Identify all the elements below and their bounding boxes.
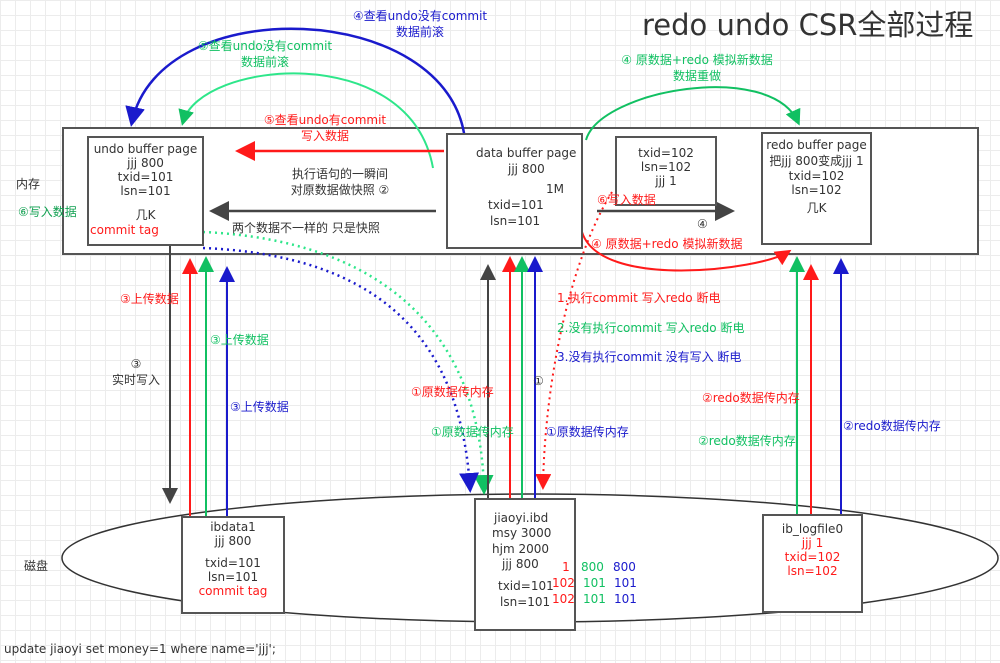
- undo-title: undo buffer page: [93, 142, 198, 156]
- undo-txid: txid=101: [117, 170, 174, 184]
- redo-green-label: ④ 原数据+redo 模拟新数据数据重做: [621, 53, 773, 83]
- data-txid: txid=101: [488, 198, 544, 212]
- step4-label: ④: [697, 217, 708, 231]
- upload-blue-label: ③上传数据: [230, 400, 289, 414]
- memory-label: 内存: [16, 177, 41, 191]
- disk-label: 磁盘: [24, 559, 49, 573]
- undo-size: 几K: [135, 208, 156, 222]
- blue-case-txid: 101: [614, 576, 637, 590]
- redo-mem-red-label: ②redo数据传内存: [702, 391, 800, 405]
- blue-rollforward-arrow: [125, 27, 467, 141]
- green-redo-arrow: [585, 86, 801, 141]
- logfile-value: jjj 1: [801, 536, 824, 550]
- red-case-value: 1: [562, 560, 570, 574]
- ibdata-lsn: lsn=101: [207, 570, 259, 584]
- jiaoyi-title: jiaoyi.ibd: [494, 511, 549, 525]
- logfile-title: ib_logfile0: [781, 522, 844, 536]
- blue-case-lsn: 101: [614, 592, 637, 606]
- orig-blue-label: ①原数据传内存: [546, 425, 629, 439]
- jiaoyi-lsn: lsn=101: [500, 595, 551, 609]
- data-size: 1M: [546, 182, 564, 196]
- ibdata-commit-tag: commit tag: [198, 584, 268, 598]
- red-write6-label: ⑥写入数据: [597, 193, 656, 207]
- undo-lsn: lsn=101: [120, 184, 171, 198]
- jiaoyi-row-msy: msy 3000: [492, 526, 552, 540]
- snapshot-note: 两个数据不一样的 只是快照: [232, 221, 380, 235]
- diagram-title: redo undo CSR全部过程: [642, 8, 974, 42]
- data-lsn: lsn=101: [490, 214, 541, 228]
- upload-green-label: ③上传数据: [210, 333, 269, 347]
- temp-txid: txid=102: [638, 146, 694, 160]
- step1-label: ①: [533, 374, 544, 388]
- data-title: data buffer page: [476, 146, 577, 160]
- blue-case-value: 800: [613, 560, 636, 574]
- temp-lsn: lsn=102: [640, 160, 692, 174]
- red-case-txid: 102: [552, 576, 575, 590]
- data-value: jjj 800: [508, 162, 545, 176]
- ib-logfile0-box: ib_logfile0 jjj 1 txid=102 lsn=102: [762, 514, 863, 613]
- ibdata1-box: ibdata1 jjj 800 txid=101 lsn=101 commit …: [181, 516, 285, 614]
- jiaoyi-txid: txid=101: [498, 579, 554, 593]
- green-case-value: 800: [581, 560, 604, 574]
- ibdata-value: jjj 800: [214, 534, 252, 548]
- jiaoyi-row-jjj: jjj 800: [502, 557, 539, 571]
- redo-buffer-page: redo buffer page 把jjj 800变成jjj 1 txid=10…: [761, 132, 872, 245]
- sql-statement: update jiaoyi set money=1 where name='jj…: [4, 642, 276, 656]
- data-buffer-page: data buffer page jjj 800 1M txid=101 lsn…: [446, 133, 583, 249]
- green-case-txid: 101: [583, 576, 606, 590]
- ibdata-txid: txid=101: [205, 556, 261, 570]
- green-case-lsn: 101: [583, 592, 606, 606]
- orig-green-label: ①原数据传内存: [431, 425, 514, 439]
- redo-txid: txid=102: [788, 169, 845, 183]
- green-write6-label: ⑥写入数据: [18, 205, 77, 219]
- case1-label: 1.执行commit 写入redo 断电: [557, 291, 721, 305]
- redo-mem-green-label: ②redo数据传内存: [698, 434, 796, 448]
- logfile-txid: txid=102: [784, 550, 841, 564]
- undo-buffer-page: undo buffer page jjj 800 txid=101 lsn=10…: [87, 136, 204, 246]
- redo-change: 把jjj 800变成jjj 1: [769, 154, 864, 168]
- jiaoyi-row-hjm: hjm 2000: [492, 542, 549, 556]
- redo-title: redo buffer page: [766, 138, 867, 152]
- case3-label: 3.没有执行commit 没有写入 断电: [557, 350, 742, 364]
- redo-lsn: lsn=102: [791, 183, 842, 197]
- jiaoyi-ibd-box: jiaoyi.ibd msy 3000 hjm 2000 jjj 800 txi…: [474, 498, 576, 631]
- upload-red-label: ③上传数据: [120, 292, 179, 306]
- temp-value: jjj 1: [655, 174, 677, 188]
- orig-red-label: ①原数据传内存: [411, 385, 494, 399]
- blue-dotted-arrow: [202, 246, 480, 493]
- logfile-lsn: lsn=102: [787, 564, 838, 578]
- new-data-box: txid=102 lsn=102 jjj 1: [615, 136, 717, 206]
- snapshot-label: 执行语句的一瞬间对原数据做快照 ②: [290, 167, 390, 197]
- green-dotted-arrow: [202, 230, 494, 495]
- red-redo-arrow: [581, 231, 792, 272]
- ibdata-title: ibdata1: [210, 520, 256, 534]
- redo-size: 几K: [806, 201, 827, 215]
- red-case-lsn: 102: [552, 592, 575, 606]
- undo-commit-tag: commit tag: [90, 223, 159, 237]
- case2-label: 2.没有执行commit 写入redo 断电: [557, 321, 745, 335]
- redo-mem-blue-label: ②redo数据传内存: [843, 419, 941, 433]
- green-rollforward-arrow: [178, 72, 434, 169]
- undo-value: jjj 800: [127, 156, 164, 170]
- redo-red-label: ④ 原数据+redo 模拟新数据: [591, 237, 743, 251]
